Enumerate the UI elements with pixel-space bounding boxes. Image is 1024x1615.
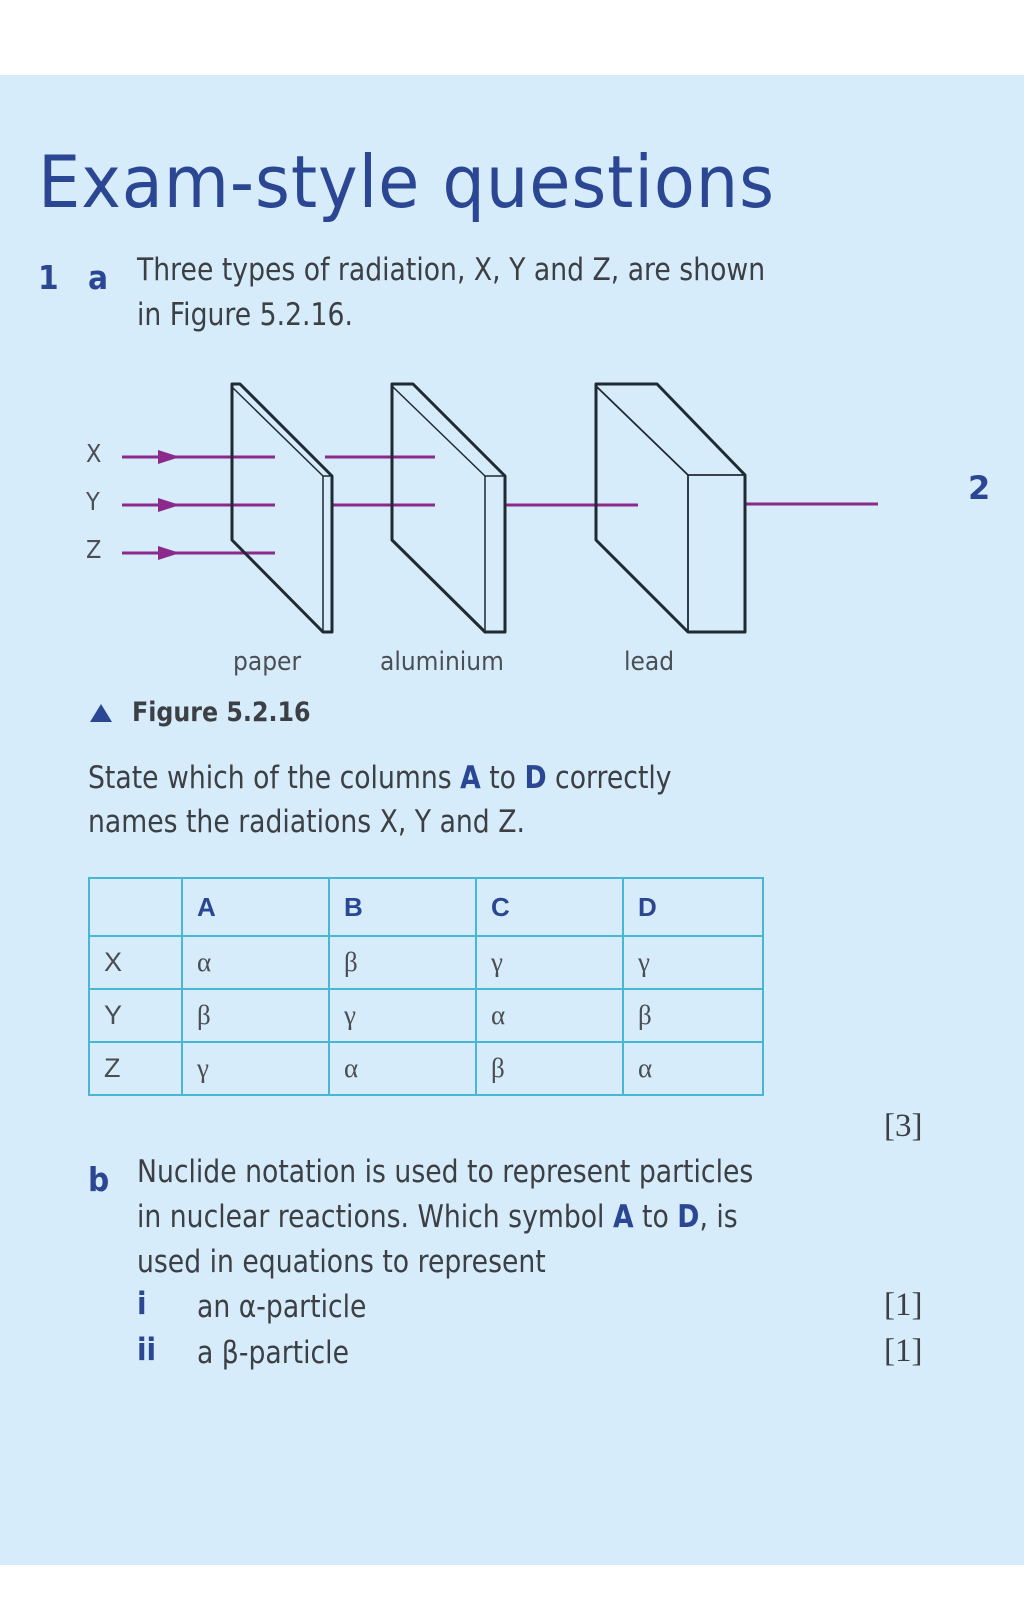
part-b-line-2: in nuclear reactions. Which symbol A to …: [137, 1199, 738, 1235]
table-header-cell: B: [328, 877, 477, 937]
table-cell: β: [475, 1041, 624, 1096]
row-label: Y: [88, 988, 183, 1043]
subpart-i-text: an α-particle: [197, 1289, 367, 1325]
ray-label-y: Y: [86, 487, 100, 516]
table-cell: α: [181, 935, 330, 990]
ray-paths: [122, 450, 878, 560]
table-row: Z γ α β α: [88, 1041, 764, 1096]
table-header-cell: C: [475, 877, 624, 937]
subpart-i-label: i: [137, 1286, 147, 1322]
lead-block: [594, 382, 747, 634]
table-header-row: A B C D: [88, 877, 764, 937]
part-b-line-3: used in equations to represent: [137, 1244, 546, 1280]
table-header-cell: A: [181, 877, 330, 937]
part-a-text-line-1: Three types of radiation, X, Y and Z, ar…: [137, 252, 766, 288]
table-cell: α: [475, 988, 624, 1043]
row-label: Z: [88, 1041, 183, 1096]
table-header-cell: [88, 877, 183, 937]
table-cell: α: [328, 1041, 477, 1096]
table-header-cell: D: [622, 877, 764, 937]
absorber-label-lead: lead: [624, 647, 675, 677]
radiation-penetration-diagram: [122, 382, 878, 634]
table-row: Y β γ α β: [88, 988, 764, 1043]
table-cell: β: [622, 988, 764, 1043]
table-cell: γ: [181, 1041, 330, 1096]
exam-questions-panel: [0, 75, 1024, 1565]
part-b-label: b: [88, 1160, 110, 1199]
table-cell: α: [622, 1041, 764, 1096]
table-cell: β: [328, 935, 477, 990]
table-cell: γ: [622, 935, 764, 990]
part-a-label: a: [88, 258, 109, 297]
row-label: X: [88, 935, 183, 990]
table-cell: β: [181, 988, 330, 1043]
instruction-line-1: State which of the columns A to D correc…: [88, 760, 672, 796]
marks-subpart-ii: [1]: [884, 1333, 923, 1369]
part-a-text-line-2: in Figure 5.2.16.: [137, 297, 353, 333]
subpart-ii-text: a β-particle: [197, 1335, 350, 1371]
paper-plate: [230, 382, 334, 634]
answer-options-table: A B C D X α β γ γ Y β γ α β Z γ α β α: [88, 877, 764, 1096]
table-cell: γ: [475, 935, 624, 990]
page-title: Exam-style questions: [38, 140, 775, 224]
ray-label-x: X: [86, 439, 102, 468]
instruction-line-2: names the radiations X, Y and Z.: [88, 804, 525, 840]
marks-subpart-i: [1]: [884, 1287, 923, 1323]
triangle-icon: [90, 703, 112, 722]
aluminium-plate: [390, 382, 507, 634]
part-b-line-1: Nuclide notation is used to represent pa…: [137, 1154, 754, 1190]
marks-part-a: [3]: [884, 1108, 923, 1144]
absorber-label-aluminium: aluminium: [380, 647, 504, 677]
table-row: X α β γ γ: [88, 935, 764, 990]
figure-caption: Figure 5.2.16: [90, 697, 335, 728]
subpart-ii-label: ii: [137, 1332, 157, 1368]
table-cell: γ: [328, 988, 477, 1043]
side-number: 2: [968, 469, 991, 507]
figure-caption-text: Figure 5.2.16: [132, 697, 311, 728]
question-number: 1: [38, 258, 59, 297]
ray-label-z: Z: [86, 535, 102, 564]
absorber-label-paper: paper: [233, 647, 302, 677]
